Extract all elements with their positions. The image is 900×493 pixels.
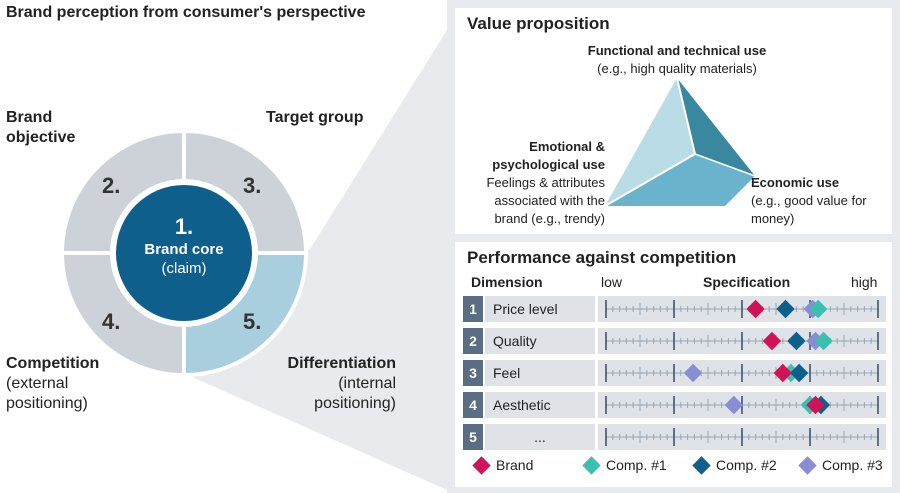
comp2-marker [789,363,809,383]
comp3-marker [683,363,703,383]
row-dimension-label: Quality [485,328,595,354]
legend-label: Comp. #3 [822,457,883,473]
label-target-group: Target group [266,109,364,126]
header-dimension: Dimension [471,274,543,290]
segment-3-number: 3. [243,173,262,198]
brand-marker [806,395,825,415]
row-scale-track [598,328,886,354]
comp2-marker [776,299,795,319]
emotional-use: Emotional & psychological use Feelings &… [486,139,605,226]
comp2-marker [787,331,806,351]
segment-3 [182,128,309,255]
row-number: 4 [463,392,483,418]
legend-item-comp3: Comp. #3 [798,455,883,475]
segment-2 [59,128,186,255]
comp3-marker [724,395,744,415]
brand-core-circle [116,185,252,321]
row-dimension-label: Price level [485,296,595,322]
legend-label: Comp. #1 [606,457,667,473]
segment-5-number: 5. [243,309,262,334]
segment-2-number: 2. [102,173,121,198]
header-low: low [601,274,623,290]
legend-swatch [798,455,817,475]
core-label: Brand core [144,241,224,258]
page-title: Brand perception from consumer's perspec… [6,4,366,21]
row-number: 1 [463,296,483,322]
row-number: 5 [463,424,483,450]
row-dimension-label: Feel [485,360,595,386]
legend-item-comp1: Comp. #1 [582,455,667,475]
segment-4 [59,251,186,378]
label-brand-objective: Brand objective [6,109,76,146]
core-sub: (claim) [161,260,207,277]
economic-use: Economic use (e.g., good value for money… [751,175,867,226]
legend-swatch [582,455,601,475]
row-dimension-label: ... [485,424,595,450]
row-number: 2 [463,328,483,354]
row-number: 3 [463,360,483,386]
value-proposition-title: Value proposition [467,14,610,33]
core-number: 1. [174,214,194,239]
row-scale-track [598,424,886,450]
header-specification: Specification [703,274,791,290]
brand-core: 1. Brand core (claim) [116,214,252,278]
legend-item-comp2: Comp. #2 [692,455,777,475]
brand-wheel [59,128,309,378]
label-competition: Competition (external positioning) [6,355,100,412]
detail-panel: Value proposition Functional and technic… [447,0,900,493]
row-dimension-label: Aesthetic [485,392,595,418]
header-high: high [851,274,878,290]
legend-swatch [692,455,711,475]
legend-swatch [472,455,491,475]
legend-item-brand: Brand [472,455,534,475]
functional-use: Functional and technical use (e.g., high… [587,43,767,76]
brand-marker [762,331,782,351]
segment-5 [182,251,309,378]
legend-label: Brand [496,457,534,473]
label-differentiation: Differentiation (internal positioning) [287,355,396,412]
legend-label: Comp. #2 [716,457,777,473]
value-proposition-panel: Value proposition Functional and technic… [455,8,892,234]
row-scale-track [598,296,886,322]
row-scale-track [598,392,886,418]
performance-panel: Performance against competition Dimensio… [455,242,892,487]
value-pyramid [604,77,756,207]
row-scale-track [598,360,886,386]
performance-title: Performance against competition [467,248,737,267]
segment-4-number: 4. [102,309,121,334]
brand-marker [746,299,765,319]
